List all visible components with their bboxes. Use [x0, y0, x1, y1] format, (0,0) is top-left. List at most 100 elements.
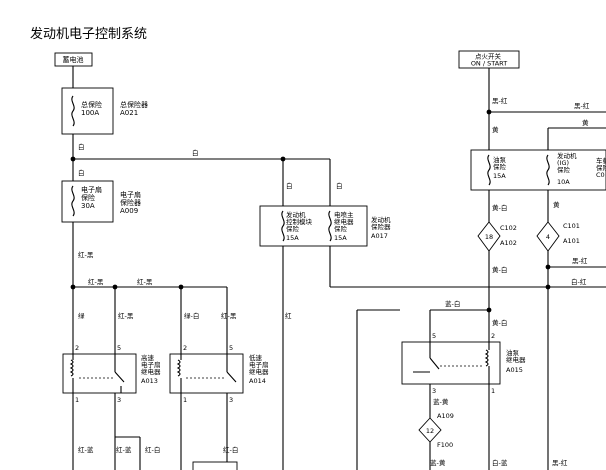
ignition-switch-label: 点火开关 ON / START: [471, 52, 507, 68]
connector-c101: 4 C101 A101: [536, 221, 580, 252]
wire-label: 红-黑: [78, 250, 94, 259]
switch-contact-icon: [114, 371, 125, 383]
pin-label: 3: [229, 396, 233, 404]
wire-label: 红-蓝: [116, 445, 132, 454]
connector-bottom-code: A102: [500, 239, 517, 247]
pump-fuse-rating: 15A: [493, 172, 506, 180]
ecm-fuse-left-name: 发动机 控制模块 保险: [286, 210, 314, 233]
pin-label: 2: [491, 332, 495, 340]
fan-fuse: 电子扇 保险 30A 电子扇 保险器 A009: [61, 180, 143, 223]
wire-label: 黑-红: [572, 256, 588, 265]
wire-label: 蓝-白: [445, 299, 460, 308]
relay-high: 2 5 1 3 高速 电子扇 继电器 A013: [62, 344, 163, 404]
wire-label: 白: [78, 168, 85, 177]
fuse-icon: [328, 210, 332, 242]
main-fuse-code: A021: [120, 109, 138, 117]
wire-label: 黄: [492, 125, 499, 134]
relay-high-code: A013: [141, 377, 158, 385]
pin-label: 5: [432, 332, 436, 340]
connector-diamond-icon: [536, 221, 560, 252]
ignition-switch: 点火开关 ON / START: [458, 50, 520, 69]
wire-label: 红: [285, 311, 292, 320]
connector-number: 4: [546, 233, 550, 241]
wire-label: 白: [286, 181, 293, 190]
connector-diamond-icon: [477, 221, 501, 252]
relay-high-label: 高速 电子扇 继电器: [141, 353, 163, 376]
wire-label: 绿-白: [184, 311, 199, 320]
connector-c102: 18 C102 A102: [477, 221, 517, 252]
ig-fuse-rating: 10A: [557, 178, 570, 186]
switch-contact-icon: [226, 371, 237, 383]
wire-labels: 白 白 白 白 白 红-黑 红-黑 红-黑 绿 红-黑 绿-白 红-黑 红 黑-…: [78, 96, 590, 467]
fuse-icon: [487, 154, 491, 186]
wire-label: 红-黑: [88, 277, 104, 286]
ecm-fuse-box-label: 发动机 保险器: [371, 215, 393, 231]
fan-fuse-name: 电子扇 保险: [81, 185, 104, 202]
pin-label: 3: [432, 387, 436, 395]
relay-pump-label: 油泵 继电器: [506, 348, 526, 364]
pin-label: 2: [183, 344, 187, 352]
pin-label: 1: [491, 387, 495, 395]
connector-bottom-code: F100: [437, 441, 453, 449]
relay-low: 2 5 1 3 低速 电子扇 继电器 A014: [169, 344, 271, 404]
wire-label: 黑-红: [492, 96, 508, 105]
pin-label: 5: [117, 344, 121, 352]
wire-label: 白: [192, 148, 199, 157]
pump-fuse-box: 油泵 保险 15A 发动机 (IG) 保险 10A 车载 保险 C0: [470, 149, 606, 191]
connector-number: 18: [485, 233, 493, 241]
wire-label: 白: [336, 181, 343, 190]
wire-label: 白-红: [571, 277, 587, 286]
wire-label: 黄: [582, 118, 589, 127]
fan-fuse-label: 电子扇 保险器: [120, 190, 143, 207]
ig-fuse-name: 发动机 (IG) 保险: [557, 151, 579, 174]
pin-label: 3: [117, 396, 121, 404]
wire-label: 黑-红: [574, 101, 590, 110]
connector-number: 12: [426, 427, 434, 435]
ecm-fuse-left-rating: 15A: [286, 234, 299, 242]
wire-label: 蓝-黄: [430, 458, 446, 467]
fuse-icon: [281, 210, 285, 242]
wire-label: 红-黑: [221, 311, 237, 320]
wire-label: 黄-白: [492, 203, 507, 212]
wire-label: 白-蓝: [492, 458, 508, 467]
wire-label: 红-黑: [118, 311, 134, 320]
wire-label: 蓝-黄: [433, 397, 449, 406]
main-fuse: 总保险 100A 总保险器 A021: [61, 87, 148, 135]
fan-fuse-rating: 30A: [81, 202, 95, 210]
pin-label: 5: [229, 344, 233, 352]
wire-label: 黄: [553, 200, 560, 209]
truncated-label: 车载 保险 C0: [596, 156, 606, 179]
connector-top-code: A109: [437, 412, 454, 420]
connector-a109: 12 A109 F100: [418, 412, 454, 449]
connector-diamond-icon: [418, 417, 442, 443]
battery-label: 蓄电池: [63, 55, 84, 64]
junction-dots: [70, 109, 551, 313]
main-fuse-label: 总保险器: [120, 100, 148, 109]
connector-top-code: C101: [563, 222, 580, 230]
wire-label: 红-黑: [137, 277, 153, 286]
main-fuse-rating: 100A: [81, 109, 99, 117]
wire-label: 黄-白: [492, 318, 507, 327]
wire-label: 黄-白: [492, 265, 507, 274]
fuse-icon: [71, 185, 75, 217]
wire-label: 绿: [78, 311, 85, 320]
wire-label: 红-白: [145, 445, 160, 454]
relay-low-code: A014: [249, 377, 266, 385]
coil-icon: [176, 359, 181, 377]
coil-icon: [69, 359, 74, 377]
wire-label: 白: [78, 142, 85, 151]
fuse-icon: [546, 154, 550, 186]
connector-top-code: C102: [500, 224, 517, 232]
fan-fuse-code: A009: [120, 207, 138, 215]
pin-label: 2: [75, 344, 79, 352]
ecm-fuse-right-name: 电喷主 继电器 保险: [334, 210, 356, 233]
relay-low-label: 低速 电子扇 继电器: [249, 353, 271, 376]
ecm-fuse-box-code: A017: [371, 232, 388, 240]
wire-label: 红-蓝: [78, 445, 94, 454]
wire-label: 黑-红: [552, 458, 568, 467]
ecm-fuse-right-rating: 15A: [334, 234, 347, 242]
ecm-fuse-box: 发动机 控制模块 保险 15A 电喷主 继电器 保险 15A 发动机 保险器 A…: [259, 205, 393, 247]
connector-bottom-code: A101: [563, 237, 580, 245]
diagram-title: 发动机电子控制系统: [30, 26, 147, 42]
